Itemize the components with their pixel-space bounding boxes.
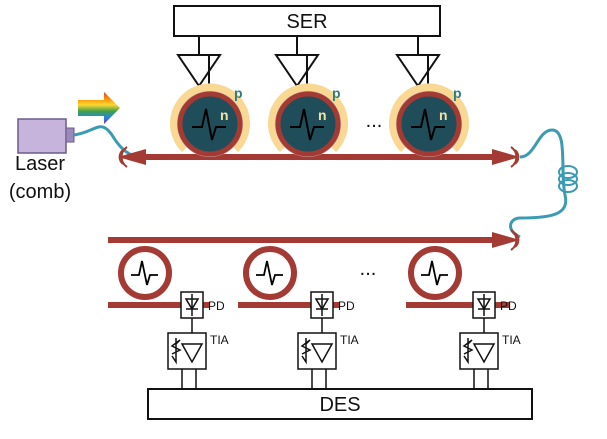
- receiver-chain-1: PD TIA: [167, 291, 229, 389]
- pd-label: PD: [338, 299, 355, 313]
- waveform-icon: [421, 260, 448, 286]
- laser-source: Laser (comb): [9, 92, 120, 203]
- amplifier-icon: [472, 343, 496, 364]
- pd-label: PD: [208, 299, 225, 313]
- ser-block: SER: [173, 5, 441, 37]
- receiver-ellipsis: ...: [360, 258, 377, 280]
- fiber-spool-icon: [558, 165, 578, 193]
- waveform-icon: [192, 108, 226, 141]
- feedback-resistor-icon: [462, 338, 474, 365]
- amplifier-icon: [180, 343, 204, 364]
- grating-coupler-left: [118, 146, 146, 168]
- fiber-link: [509, 128, 568, 239]
- receiver-chain-2: PD TIA: [297, 291, 359, 389]
- feedback-resistor-icon: [300, 338, 312, 365]
- feedback-resistor-icon: [170, 338, 182, 365]
- fiber-input: [73, 125, 133, 157]
- receiver-chains: PD TIA PD TIA PD TIA: [167, 291, 521, 389]
- p-label: p: [453, 85, 462, 101]
- des-block: DES: [147, 388, 533, 420]
- n-label: n: [318, 107, 327, 123]
- filter-ring-3: [408, 246, 462, 300]
- amplifier-icon: [310, 343, 334, 364]
- tia-label: TIA: [340, 333, 359, 347]
- receiver-chain-3: PD TIA: [459, 291, 521, 389]
- waveform-icon: [256, 260, 283, 286]
- ser-label: SER: [286, 11, 327, 33]
- tia-label: TIA: [502, 333, 521, 347]
- driver-amplifier-2: [274, 54, 320, 88]
- waveform-icon: [411, 108, 445, 141]
- des-label: DES: [319, 394, 360, 416]
- laser-sublabel: (comb): [9, 181, 71, 203]
- modulator-ellipsis: ...: [366, 110, 383, 132]
- grating-coupler-top-right: [492, 146, 520, 168]
- rainbow-arrow-icon: [78, 92, 120, 124]
- pd-label: PD: [500, 299, 517, 313]
- filter-rings: [118, 246, 462, 300]
- waveform-icon: [131, 260, 158, 286]
- p-label: p: [234, 85, 243, 101]
- modulator-ring-1: pn: [170, 83, 250, 157]
- tia-label: TIA: [210, 333, 229, 347]
- driver-amplifier-1: [176, 54, 222, 88]
- laser-body: [17, 118, 67, 154]
- n-label: n: [439, 107, 448, 123]
- tia-amplifier: [167, 332, 207, 370]
- n-label: n: [220, 107, 229, 123]
- p-label: p: [332, 85, 341, 101]
- filter-ring-1: [118, 246, 172, 300]
- laser-label: Laser: [15, 153, 65, 175]
- filter-ring-2: [243, 246, 297, 300]
- grating-coupler-bottom-right: [492, 229, 520, 251]
- driver-amplifier-3: [395, 54, 441, 88]
- waveform-icon: [290, 108, 324, 141]
- modulator-ring-2: pn: [268, 83, 348, 157]
- modulator-ring-3: pn: [389, 83, 469, 157]
